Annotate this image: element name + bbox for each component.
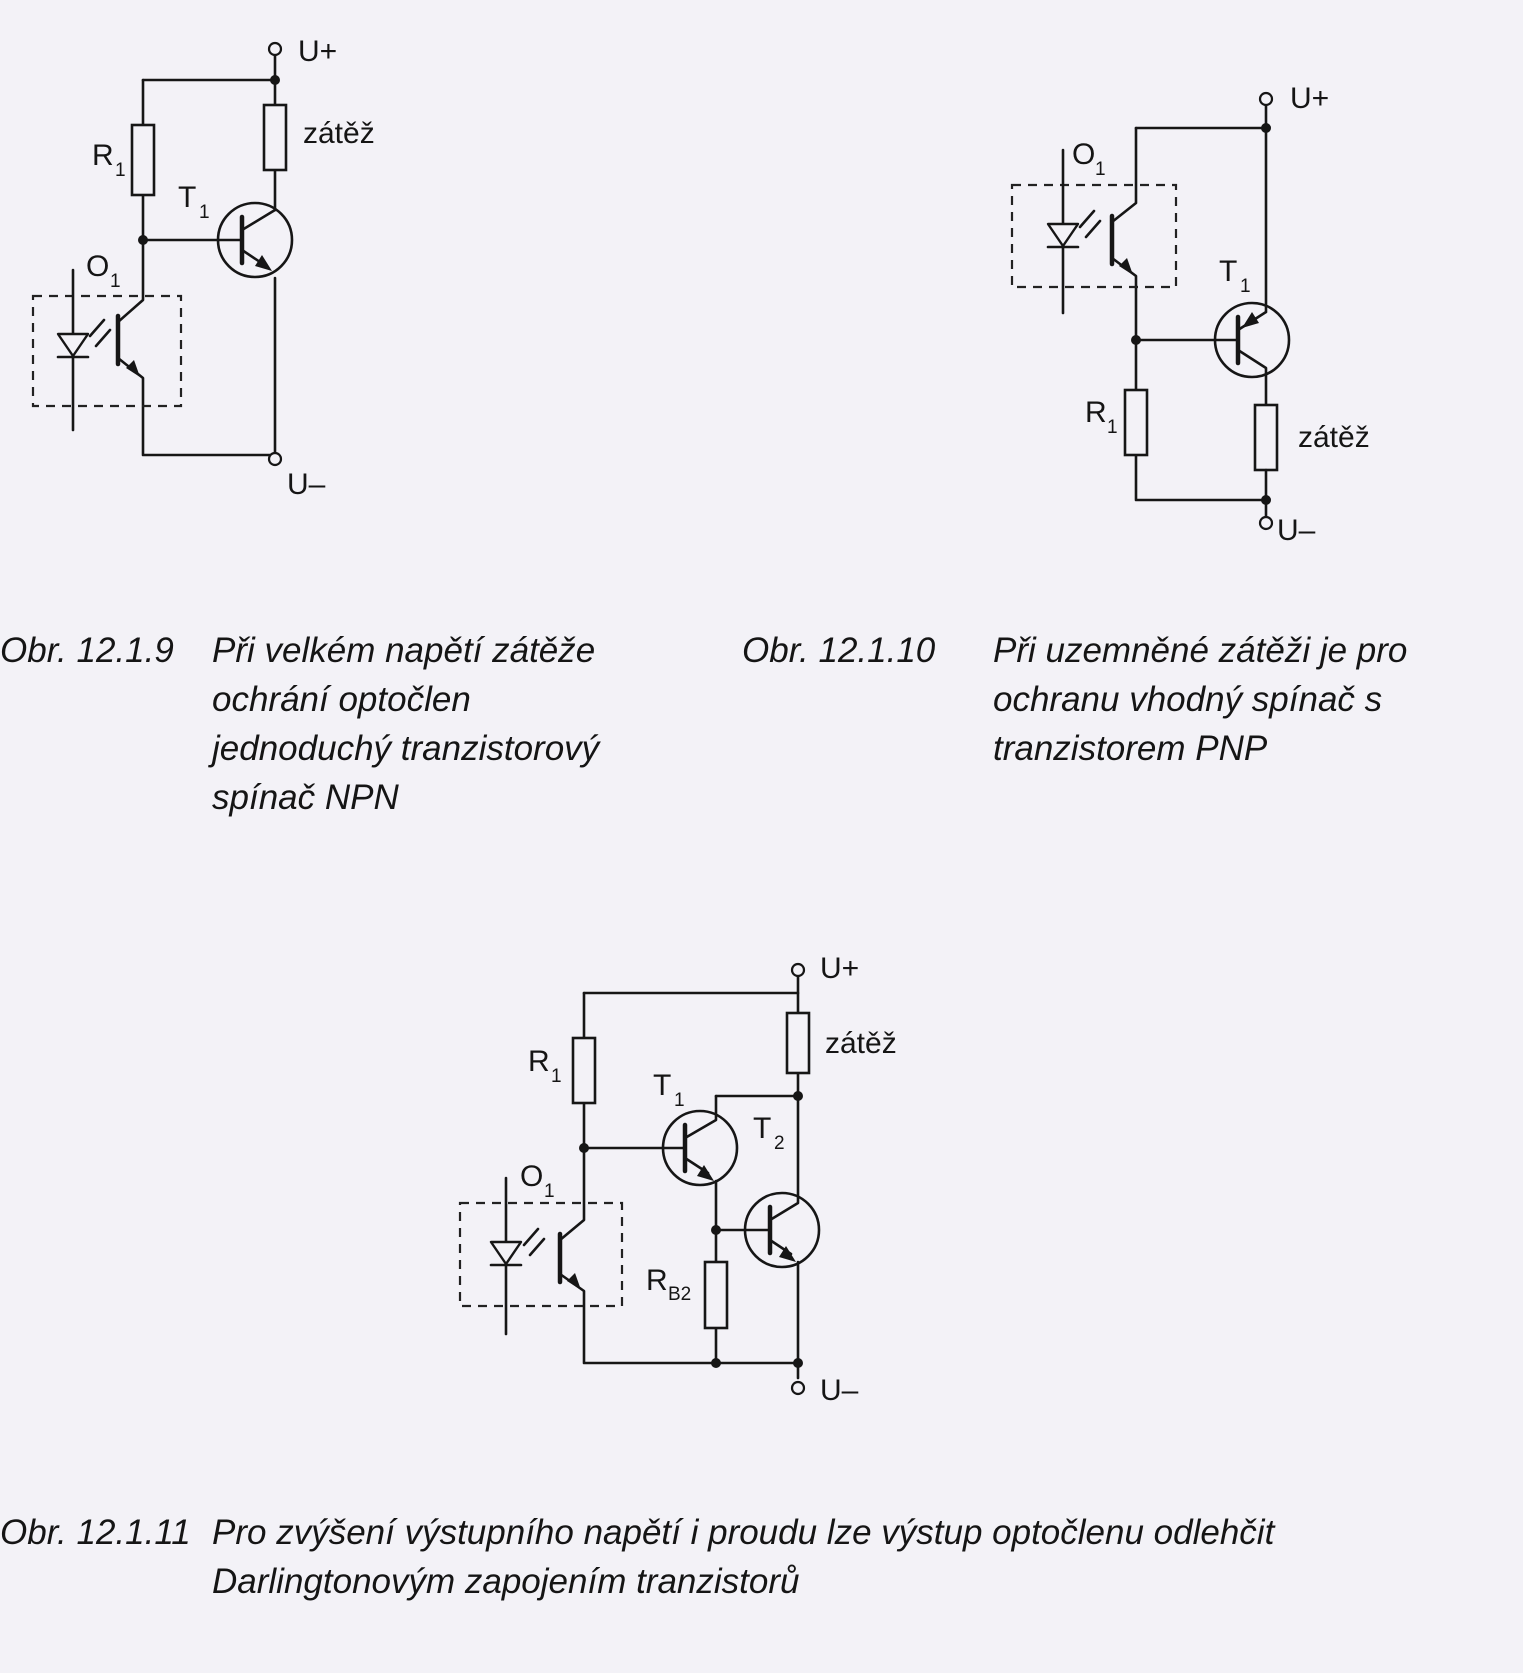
opto-output-wires [558, 1146, 800, 1365]
opto-led [1046, 222, 1080, 248]
label-t1: T [178, 181, 196, 214]
label-t1: T [1219, 255, 1237, 288]
node-dot [138, 235, 148, 245]
node-dot [579, 1143, 589, 1153]
resistor-r1 [571, 1036, 597, 1105]
label-u-minus: U– [820, 1374, 859, 1407]
label-o1-sub: 1 [110, 271, 121, 292]
t1-leads [141, 208, 277, 454]
label-r1: R [1085, 396, 1107, 429]
node-dot [1261, 495, 1271, 505]
optocoupler-o1-box [458, 1201, 624, 1308]
t1-leads [1134, 126, 1268, 407]
schematic-fig-12-1-10: U+ U– zátěž R 1 T 1 O 1 [1010, 82, 1370, 547]
label-o1: O [520, 1160, 543, 1193]
t1-leads [582, 1094, 718, 1232]
terminal-u-minus [790, 1380, 806, 1396]
resistor-r1 [1123, 388, 1149, 457]
opto-led [489, 1240, 523, 1266]
label-r1: R [528, 1045, 550, 1078]
resistor-r1 [130, 123, 156, 197]
label-u-plus: U+ [298, 35, 337, 68]
label-o1-sub: 1 [544, 1181, 555, 1202]
t2-emitter-arrow [779, 1246, 796, 1262]
terminal-u-plus [1258, 91, 1274, 107]
caption-text: Při velkém napětí zátěže ochrání optočle… [212, 631, 600, 817]
resistor-load [1253, 403, 1279, 472]
opto-emitter-arrow [1119, 258, 1133, 275]
label-t1-sub: 1 [1240, 276, 1251, 297]
top-rail [141, 51, 277, 82]
opto-light-rays [1046, 209, 1102, 249]
opto-emitter-arrow [126, 360, 140, 377]
caption-number: Obr. 12.1.11 [0, 1513, 191, 1552]
opto-output-wires [1110, 126, 1138, 342]
label-u-minus: U– [287, 468, 326, 501]
node-dot [793, 1091, 803, 1101]
terminal-u-plus [267, 41, 283, 57]
caption-fig-12-1-10: Obr. 12.1.10 Při uzemněné zátěži je pro … [742, 626, 1512, 786]
node-dot [793, 1358, 803, 1368]
schematic-fig-12-1-11: U+ U– zátěž R 1 T 1 T 2 O 1 R B2 [458, 952, 897, 1407]
label-load: zátěž [825, 1027, 897, 1060]
top-rail [582, 972, 800, 995]
optocoupler-o1-box [1010, 183, 1178, 289]
caption-text: Při uzemněné zátěži je pro ochranu vhodn… [993, 631, 1408, 768]
caption-number: Obr. 12.1.10 [742, 631, 936, 670]
caption-number: Obr. 12.1.9 [0, 631, 174, 670]
label-r1: R [92, 139, 114, 172]
schematic-fig-12-1-9: U+ U– zátěž R 1 T 1 O 1 [31, 35, 375, 501]
node-dot [711, 1225, 721, 1235]
label-load: zátěž [1298, 421, 1370, 454]
caption-fig-12-1-11: Obr. 12.1.11 Pro zvýšení výstupního napě… [0, 1508, 1515, 1618]
label-t1-sub: 1 [674, 1090, 685, 1111]
optocoupler-o1-box [31, 294, 183, 408]
label-u-minus: U– [1277, 514, 1316, 547]
label-t1: T [653, 1069, 671, 1102]
node-dot [1131, 335, 1141, 345]
label-load: zátěž [303, 117, 375, 150]
node-dot [270, 75, 280, 85]
caption-text: Pro zvýšení výstupního napětí i proudu l… [212, 1513, 1275, 1601]
opto-light-rays [56, 318, 112, 359]
terminal-u-plus [790, 962, 806, 978]
t1-emitter-arrow [697, 1165, 714, 1181]
top-rail [1134, 101, 1268, 130]
label-o1: O [1072, 138, 1095, 171]
label-r1-sub: 1 [551, 1066, 562, 1087]
label-u-plus: U+ [820, 952, 859, 985]
label-r1-sub: 1 [115, 160, 126, 181]
label-t2-sub: 2 [774, 1133, 785, 1154]
node-dot [1261, 123, 1271, 133]
opto-light-rays [489, 1227, 546, 1267]
terminal-u-minus [1258, 515, 1274, 531]
opto-output-wires [116, 238, 277, 457]
resistor-rb2 [703, 1260, 729, 1330]
t2-leads [714, 1094, 800, 1380]
label-rb2-sub: B2 [668, 1284, 691, 1305]
node-dot [711, 1358, 721, 1368]
label-o1: O [86, 250, 109, 283]
opto-led [56, 332, 90, 358]
terminal-u-minus [267, 451, 283, 467]
label-rb2: R [646, 1264, 668, 1297]
caption-fig-12-1-9: Obr. 12.1.9 Při velkém napětí zátěže och… [0, 626, 640, 826]
resistor-load [262, 103, 288, 172]
label-o1-sub: 1 [1095, 159, 1106, 180]
resistor-load [785, 1011, 811, 1075]
label-t2: T [753, 1112, 771, 1145]
label-u-plus: U+ [1290, 82, 1329, 115]
label-t1-sub: 1 [199, 202, 210, 223]
t1-emitter-arrow [255, 255, 272, 271]
opto-emitter-arrow [567, 1273, 581, 1290]
label-r1-sub: 1 [1107, 417, 1118, 438]
r1-wires [1134, 338, 1268, 502]
t1-emitter-arrow [1242, 312, 1259, 328]
